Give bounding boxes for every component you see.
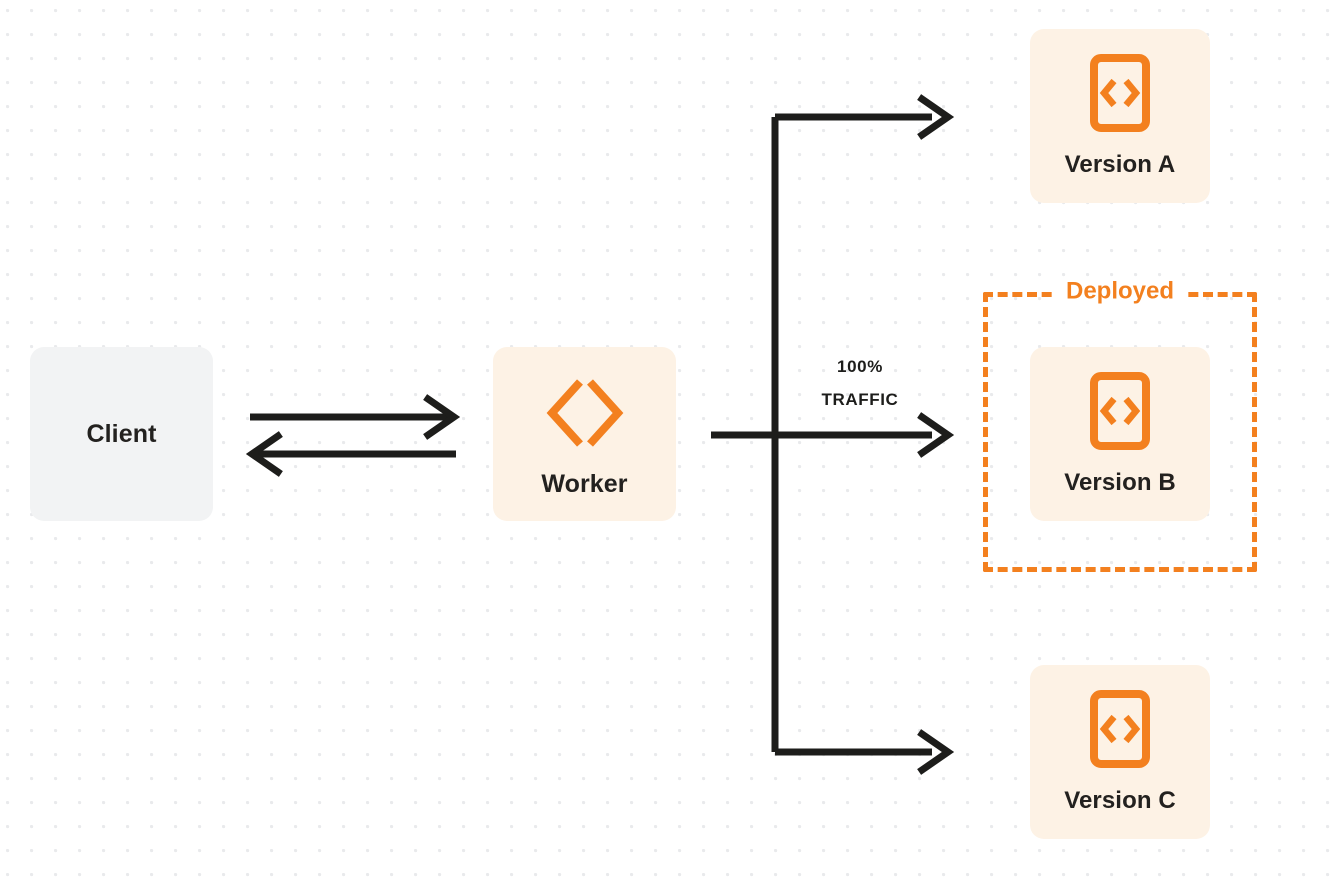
node-worker[interactable]: Worker <box>493 347 676 521</box>
node-version-c[interactable]: Version C <box>1030 665 1210 839</box>
branch-to-version-b <box>711 412 955 458</box>
traffic-percent: 100% <box>837 357 883 376</box>
deployed-group-boundary: Deployed <box>983 279 1257 572</box>
worker-to-client-arrow <box>245 431 456 477</box>
node-version-a[interactable]: Version A <box>1030 29 1210 203</box>
worker-label: Worker <box>541 469 628 498</box>
code-brackets-icon <box>1089 689 1151 769</box>
traffic-unit: TRAFFIC <box>821 390 899 410</box>
cloudflare-workers-chevron-icon <box>546 376 624 450</box>
node-client[interactable]: Client <box>30 347 213 521</box>
deployed-group-label: Deployed <box>1053 279 1187 304</box>
client-to-worker-arrow <box>250 394 461 440</box>
branch-to-version-c <box>775 729 955 775</box>
traffic-label: 100% TRAFFIC <box>790 350 930 416</box>
node-version-b[interactable]: Version B <box>1030 347 1210 521</box>
branch-to-version-a <box>775 94 955 140</box>
version-a-label: Version A <box>1064 151 1176 178</box>
code-brackets-icon <box>1089 371 1151 451</box>
version-b-label: Version B <box>1064 469 1176 496</box>
version-c-label: Version C <box>1064 787 1176 814</box>
client-label: Client <box>86 419 157 448</box>
code-brackets-icon <box>1089 53 1151 133</box>
